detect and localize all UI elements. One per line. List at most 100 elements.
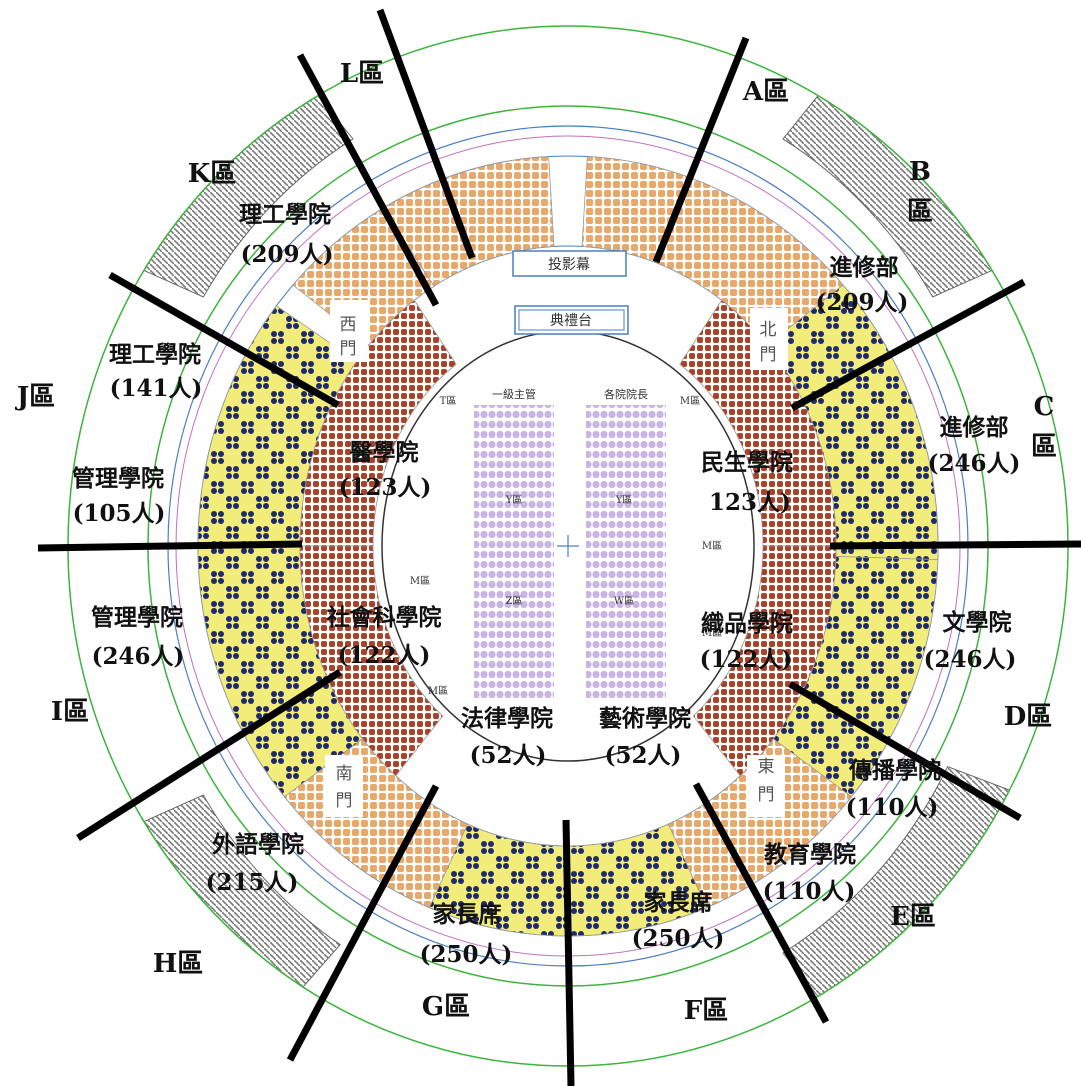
brown-seat-section [692, 545, 837, 777]
floor-area: 一級主管 各院院長 [381, 330, 755, 762]
south-gate-char: 門 [336, 791, 353, 811]
group-name: 家長席 [644, 889, 713, 916]
group-name: 管理學院 [91, 604, 183, 631]
orange-seat-section [382, 156, 555, 287]
group-name: 織品學院 [701, 610, 793, 637]
front-right-label: 各院院長 [604, 387, 648, 401]
divider-line [376, 8, 476, 260]
group-name: 文學院 [943, 609, 1012, 636]
group-count: 123人) [709, 489, 791, 516]
floor-mark: W區 [614, 595, 634, 607]
group-count: (52人) [470, 742, 547, 769]
group-name: 理工學院 [239, 201, 331, 228]
front-right-seat-block [586, 405, 666, 700]
group-count: (105人) [73, 500, 166, 527]
zone-B-label: B [909, 157, 931, 187]
zone-E-label: E區 [890, 902, 936, 932]
zone-J-label: J區 [15, 382, 55, 412]
divider-line [788, 680, 1022, 822]
divider-line [108, 271, 340, 409]
group-count: (246人) [924, 646, 1017, 673]
floor-mark: Y區 [615, 494, 633, 506]
stage-screen: 投影幕 [512, 250, 627, 277]
zone-C-label: 區 [1031, 432, 1057, 462]
screen-label: 投影幕 [548, 257, 590, 273]
group-count: (246人) [92, 643, 185, 670]
group-name: 理工學院 [109, 341, 201, 368]
west-gate: 西 門 [330, 300, 368, 362]
group-name: 社會科學院 [327, 604, 442, 631]
south-gate-char: 南 [336, 764, 353, 784]
east-gate-char: 東 [758, 757, 775, 777]
front-left-label: 一級主管 [492, 387, 536, 401]
floor-mark: M區 [702, 540, 722, 552]
divider-line [829, 540, 1081, 550]
floor-mark: M區 [702, 627, 722, 639]
group-name: 藝術學院 [599, 705, 691, 732]
zone-I-label: I區 [51, 697, 89, 727]
seat-bands [197, 156, 939, 937]
stage-podium: 典禮台 [514, 305, 629, 335]
zone-B-label: 區 [907, 197, 933, 227]
group-count: (110人) [763, 878, 856, 905]
divider-line [296, 53, 440, 307]
divider-line [692, 782, 830, 1024]
floor-mark: Y區 [505, 494, 523, 506]
floor-mark: M區 [410, 575, 430, 587]
group-count: (246人) [928, 450, 1021, 477]
divider-line [562, 819, 575, 1086]
podium-label: 典禮台 [550, 313, 592, 329]
divider-line [37, 540, 303, 552]
divider-line [652, 36, 750, 264]
zone-labels: L區 A區 B 區 K區 J區 C 區 I區 D區 E區 H區 G區 F區 [15, 59, 1057, 1026]
zone-F-label: F區 [684, 996, 728, 1026]
group-count: (122人) [338, 642, 431, 669]
group-count: (122人) [700, 646, 793, 673]
zone-L-label: L區 [340, 59, 384, 89]
group-count: (123人) [339, 474, 432, 501]
group-name: 教育學院 [764, 841, 856, 868]
group-count: (110人) [846, 794, 939, 821]
east-gate: 東 門 [747, 755, 785, 817]
north-gate-char: 北 [760, 320, 777, 340]
group-name: 外語學院 [212, 831, 304, 858]
zone-C-label: C [1034, 392, 1055, 422]
west-gate-char: 西 [340, 315, 357, 335]
group-count: (141人) [110, 375, 203, 402]
north-gate: 北 門 [750, 308, 788, 370]
group-count: (209人) [241, 241, 334, 268]
group-count: (209人) [816, 289, 909, 316]
divider-line [76, 669, 342, 841]
group-count: (250人) [632, 925, 725, 952]
east-gate-char: 門 [758, 785, 775, 805]
group-name: 民生學院 [701, 449, 793, 476]
divider-line [790, 278, 1026, 412]
floor-mark: M區 [428, 685, 448, 697]
floor-mark: Z區 [506, 595, 523, 607]
group-labels: 理工學院 (209人) 進修部 (209人) 理工學院 (141人) 進修部 (… [72, 201, 1020, 968]
group-name: 進修部 [940, 414, 1009, 441]
group-name: 進修部 [830, 254, 899, 281]
group-name: 醫學院 [350, 439, 419, 466]
mixed-seat-section [428, 823, 569, 937]
group-count: (215人) [206, 869, 299, 896]
divider-line [286, 784, 440, 1062]
group-name: 家長席 [433, 901, 502, 928]
group-name: 法律學院 [461, 705, 553, 732]
front-left-seat-block [474, 405, 554, 700]
zone-H-label: H區 [153, 949, 204, 979]
floor-mark: T區 [440, 395, 457, 407]
group-name: 傳播學院 [848, 757, 941, 784]
zone-K-label: K區 [188, 159, 237, 189]
brown-seat-section [299, 299, 457, 547]
section-dividers [37, 8, 1081, 1086]
north-gate-char: 門 [760, 345, 777, 365]
west-gate-char: 門 [340, 339, 357, 359]
floor-marks: Y區 Y區 Z區 W區 T區 M區 M區 M區 M區 M區 [410, 395, 722, 697]
group-count: (52人) [605, 742, 682, 769]
south-gate: 南 門 [325, 755, 363, 817]
zone-A-label: A區 [742, 77, 789, 107]
group-count: (250人) [420, 941, 513, 968]
zone-G-label: G區 [422, 992, 470, 1022]
